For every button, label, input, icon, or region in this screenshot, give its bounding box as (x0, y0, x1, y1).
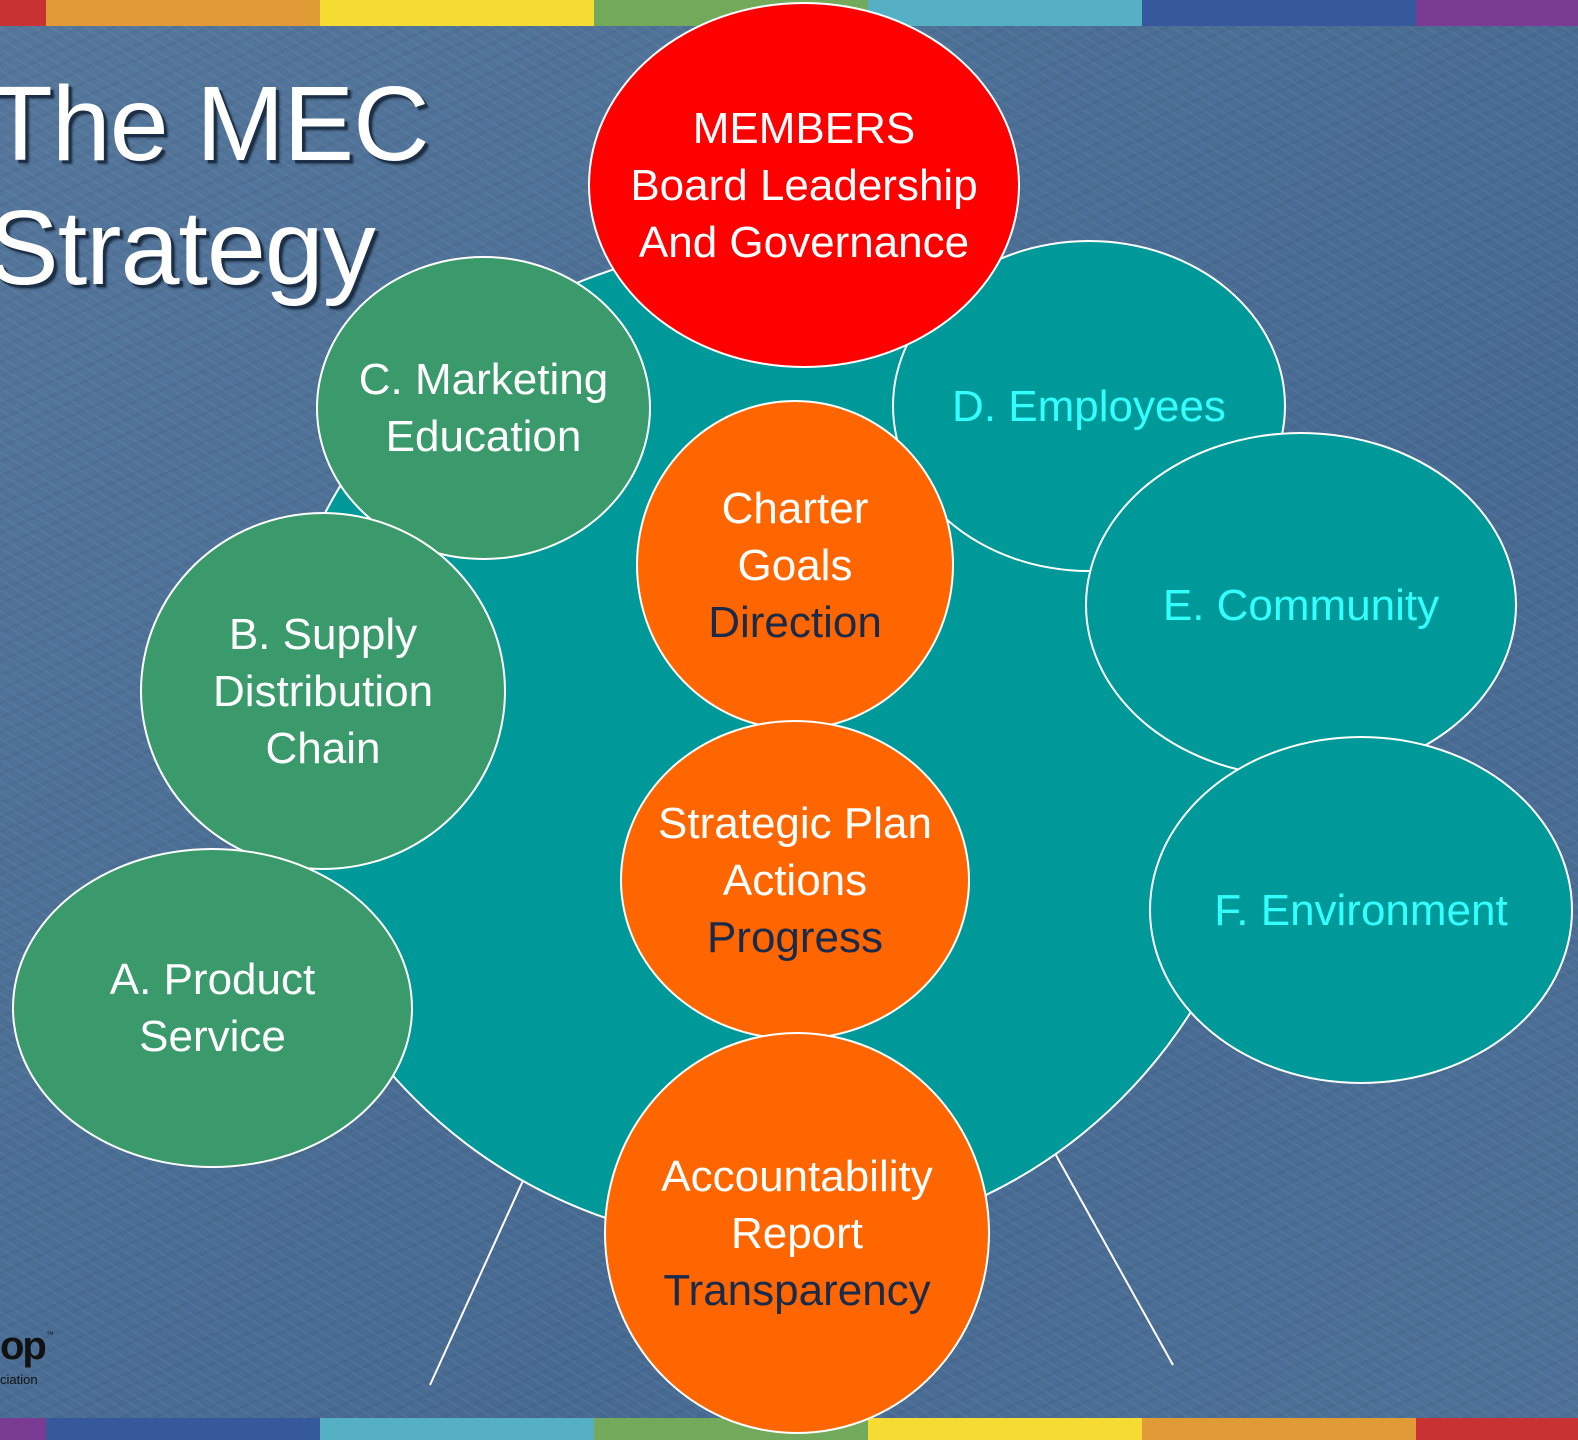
bottom-color-stripe (0, 1418, 1578, 1440)
title-line-1: The MEC (0, 65, 430, 183)
strategic-label-line-2: Actions (722, 855, 868, 905)
left-support-line (429, 1151, 537, 1386)
accountability-label-line-2: Report (730, 1208, 864, 1258)
members-label-line-3: And Governance (638, 217, 970, 267)
strategic-label-line-1: Strategic Plan (658, 798, 932, 848)
members-label-line-1: MEMBERS (692, 103, 916, 153)
logo-mark: op (0, 1324, 47, 1368)
members-label-line-2: Board Leadership (630, 160, 978, 210)
product-label-line-1: A. Product (109, 955, 316, 1004)
coop-logo: op ™ ciation (0, 1326, 60, 1390)
employees-label: D. Employees (952, 381, 1226, 431)
title-line-2: Strategy (0, 189, 376, 307)
product-label-line-2: Service (139, 1012, 286, 1061)
supply-chain-circle[interactable]: B. Supply Distribution Chain (140, 512, 506, 870)
charter-goals-circle[interactable]: Charter Goals Direction (636, 400, 954, 730)
marketing-label-line-1: C. Marketing (358, 355, 609, 404)
supply-label-line-3: Chain (265, 723, 381, 773)
environment-label: F. Environment (1214, 885, 1508, 935)
product-service-circle[interactable]: A. Product Service (12, 848, 413, 1168)
strategic-plan-circle[interactable]: Strategic Plan Actions Progress (620, 720, 970, 1040)
supply-label-line-1: B. Supply (228, 609, 418, 659)
charter-label-line-1: Charter (721, 483, 869, 533)
charter-label-line-3: Direction (708, 597, 882, 647)
community-label: E. Community (1162, 580, 1440, 630)
strategic-label-line-3: Progress (706, 912, 884, 962)
logo-subtext: ciation (0, 1372, 38, 1387)
marketing-label-line-2: Education (385, 412, 582, 461)
right-support-line (1051, 1147, 1174, 1366)
slide-title: The MEC Strategy (0, 62, 430, 310)
logo-trademark: ™ (46, 1330, 54, 1339)
environment-circle[interactable]: F. Environment (1149, 736, 1573, 1084)
members-governance-circle[interactable]: MEMBERS Board Leadership And Governance (588, 2, 1020, 368)
supply-label-line-2: Distribution (212, 666, 434, 716)
accountability-label-line-3: Transparency (663, 1265, 931, 1315)
accountability-label-line-1: Accountability (661, 1151, 933, 1201)
marketing-education-circle[interactable]: C. Marketing Education (316, 256, 651, 560)
charter-label-line-2: Goals (737, 540, 853, 590)
accountability-circle[interactable]: Accountability Report Transparency (604, 1032, 990, 1434)
community-circle[interactable]: E. Community (1085, 432, 1517, 778)
